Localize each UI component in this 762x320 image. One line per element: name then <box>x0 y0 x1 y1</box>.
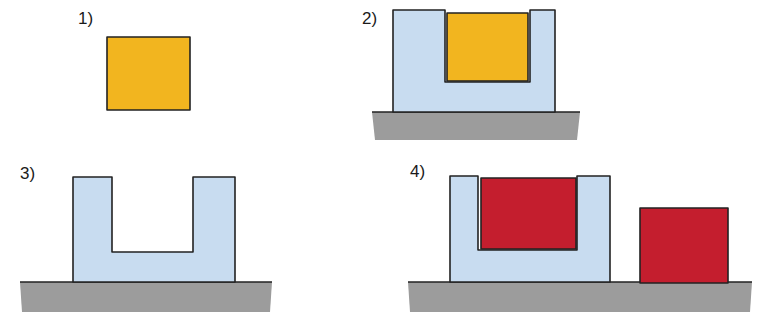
panel-number: 3) <box>20 165 35 182</box>
u-container <box>393 10 555 112</box>
u-container <box>73 177 235 282</box>
ground <box>408 282 752 312</box>
yellow-block <box>447 13 528 81</box>
ground <box>20 282 272 312</box>
yellow-block <box>107 37 190 110</box>
ground <box>372 112 580 140</box>
panel-number: 4) <box>410 163 425 180</box>
panel-number: 1) <box>78 10 93 27</box>
panel-number: 2) <box>362 10 377 27</box>
u-container <box>450 176 610 282</box>
red-block <box>640 208 728 283</box>
red-block <box>481 178 576 249</box>
